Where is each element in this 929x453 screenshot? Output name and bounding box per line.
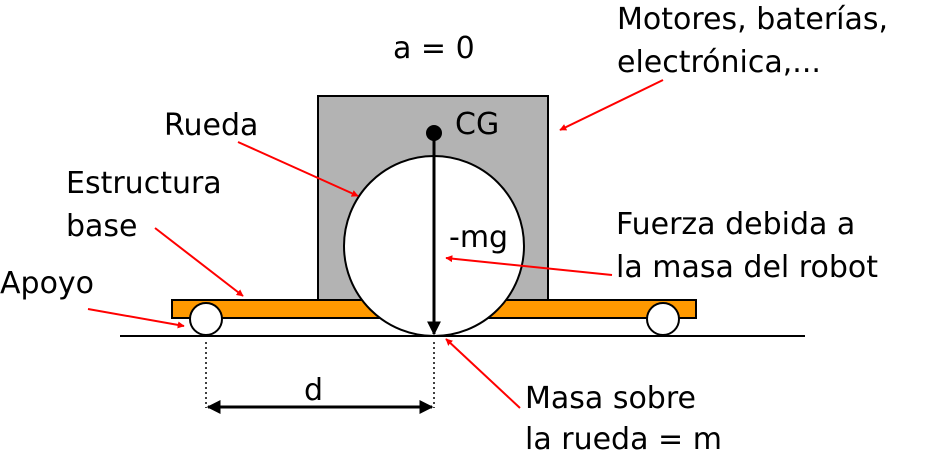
support-label: Apoyo [0,266,94,301]
force-desc-line1: Fuerza debida a [616,207,855,242]
wheel-callout-arrow [237,141,359,197]
mass-callout-arrow [445,338,521,409]
components-label-line2: electrónica,... [617,45,821,80]
acceleration-label: a = 0 [393,31,475,66]
distance-label: d [304,373,323,408]
force-desc-line2: la masa del robot [616,250,878,285]
components-label-line1: Motores, baterías, [617,2,888,37]
base-callout-arrow [154,227,244,297]
base-label-line1: Estructura [66,166,222,201]
base-label-line2: base [66,209,138,244]
left-caster [189,302,223,336]
support-callout-arrow [87,308,185,329]
cg-label: CG [455,107,499,142]
mass-label-line2: la rueda = m [525,422,722,453]
components-callout-arrow [559,79,664,131]
wheel-label: Rueda [164,108,258,143]
force-vector-label: -mg [449,220,508,255]
force-callout-arrow [445,255,613,276]
mass-label-line1: Masa sobre [525,381,696,416]
right-caster [646,302,680,336]
